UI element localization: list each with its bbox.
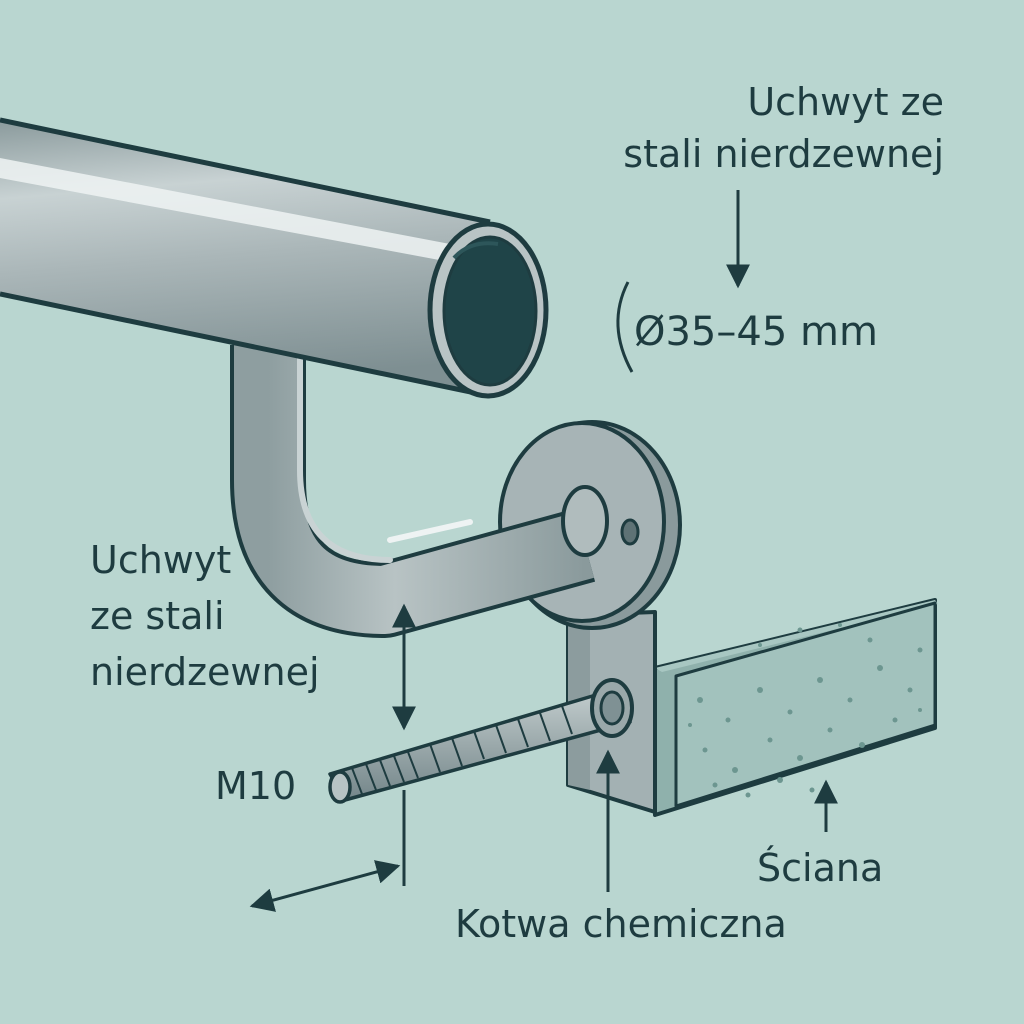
handrail-tube bbox=[0, 117, 549, 399]
wall-texture-dots bbox=[688, 623, 923, 798]
anchor-bolt bbox=[328, 678, 634, 804]
diameter-bracket-mark bbox=[616, 281, 634, 373]
label-line: ze stali bbox=[90, 594, 225, 638]
label-line: Uchwyt ze bbox=[747, 80, 944, 124]
bolt-size-label: M10 bbox=[215, 764, 297, 808]
bolt-length-arrow bbox=[249, 860, 401, 912]
wall-block bbox=[653, 598, 938, 817]
wall-label: Ściana bbox=[757, 846, 884, 890]
diameter-label: Ø35–45 mm bbox=[634, 309, 878, 355]
stainless-holder-label-top: Uchwyt ze stali nierdzewnej bbox=[623, 76, 944, 180]
label-line: nierdzewnej bbox=[90, 650, 320, 694]
label-line: Uchwyt bbox=[90, 538, 232, 582]
stainless-holder-label-left: Uchwyt ze stali nierdzewnej bbox=[90, 532, 320, 700]
bracket-arm bbox=[230, 345, 609, 638]
label-line: stali nierdzewnej bbox=[623, 132, 944, 176]
chemical-anchor-label: Kotwa chemiczna bbox=[455, 902, 787, 946]
